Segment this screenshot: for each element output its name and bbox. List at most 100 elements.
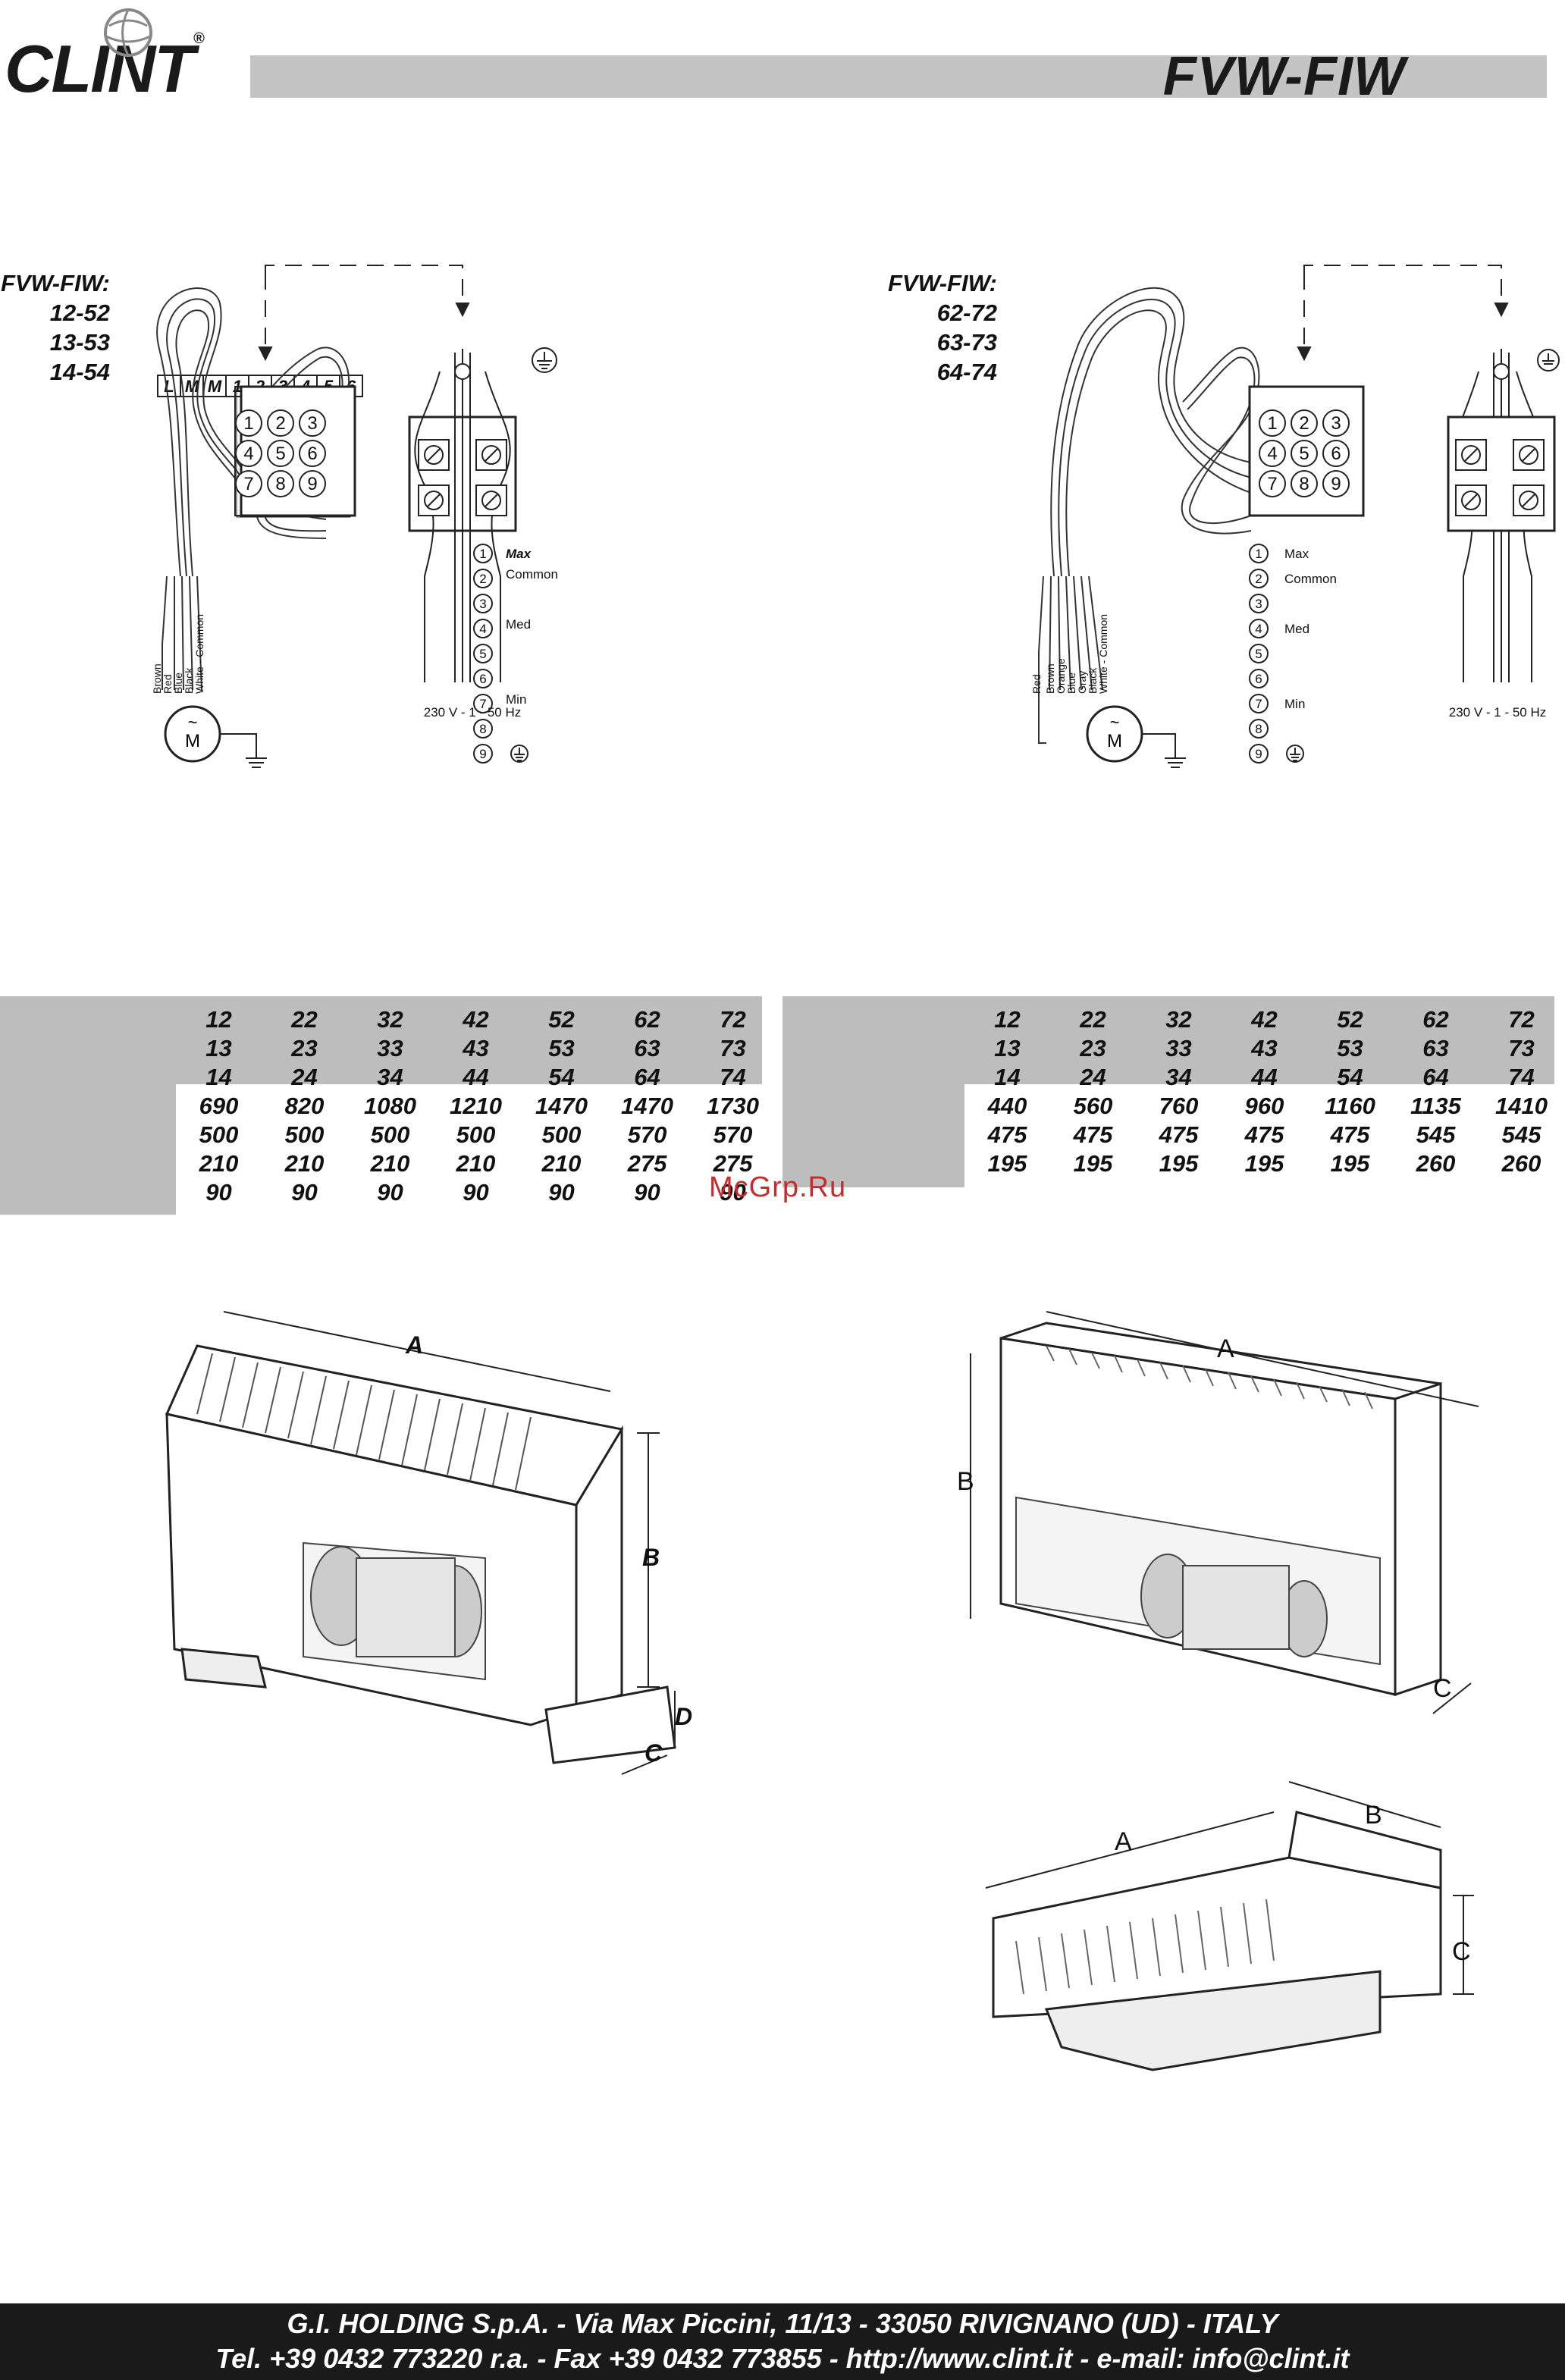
motor-wires-right: [1038, 575, 1103, 744]
dim-left-D: D: [675, 1703, 692, 1730]
wiring-right-model-3: 64-74: [936, 359, 997, 385]
legend-med: Med: [506, 617, 531, 632]
legend-r-n2: 2: [1255, 572, 1262, 586]
ground-icon-right: [1537, 349, 1560, 372]
brand-logo: CLINT®: [5, 30, 205, 108]
table-cell: 960: [1244, 1093, 1284, 1119]
wiring-diagram-right: 1 2 3 4 5 6 7 8 9 230 V - 1 - 50 Hz Red …: [1031, 265, 1560, 768]
supply-label: 230 V - 1 - 50 Hz: [424, 705, 522, 720]
footer: G.I. HOLDING S.p.A. - Via Max Piccini, 1…: [0, 2303, 1565, 2380]
table-cell: 74: [1508, 1064, 1535, 1090]
wire-r-gray: Gray: [1076, 671, 1088, 694]
connector-r-6: 6: [1331, 444, 1341, 464]
connector-4: 4: [243, 444, 253, 464]
footer-address: G.I. HOLDING S.p.A. - Via Max Piccini, 1…: [287, 2308, 1278, 2339]
table-cell: 275: [713, 1150, 753, 1177]
connector-r-4: 4: [1267, 444, 1277, 464]
wire-black: Black: [183, 667, 195, 694]
right-top-fan: [1015, 1496, 1381, 1666]
dim-right-bottom-A: A: [1115, 1827, 1132, 1856]
connector-7: 7: [243, 474, 253, 494]
table-cell: 570: [627, 1121, 667, 1148]
legend-n2: 2: [479, 572, 486, 586]
connector-r-9: 9: [1331, 474, 1341, 494]
wiring-right-model-2: 63-73: [936, 329, 997, 356]
table-cell: 14: [994, 1064, 1021, 1090]
table-cell: 195: [1073, 1150, 1113, 1177]
connector-r-1: 1: [1267, 413, 1277, 434]
table-cell: 475: [987, 1121, 1027, 1148]
table-cell: 1210: [450, 1093, 502, 1119]
wire-r-brown: Brown: [1044, 663, 1056, 694]
legend-r-n1: 1: [1255, 547, 1262, 561]
table-cell: 22: [1080, 1006, 1106, 1033]
table-cell: 64: [1422, 1064, 1449, 1090]
table-right-label-bg: [782, 1084, 964, 1187]
table-cell: 500: [456, 1121, 496, 1148]
connector-r-5: 5: [1299, 444, 1309, 464]
connector-r-8: 8: [1299, 474, 1309, 494]
dim-left-A: A: [405, 1331, 423, 1359]
table-cell: 62: [1422, 1006, 1449, 1033]
top-grille: [196, 1353, 532, 1491]
fan-assembly: [303, 1541, 486, 1681]
brand-name: CLINT: [5, 31, 195, 106]
table-left-header-bg: [0, 996, 762, 1084]
table-cell: 1135: [1410, 1093, 1461, 1119]
table-cell: 475: [1159, 1121, 1199, 1148]
legend-common: Common: [506, 567, 558, 582]
table-cell: 13: [994, 1035, 1021, 1061]
dim-right-bottom-C: C: [1452, 1937, 1471, 1966]
table-cell: 260: [1416, 1150, 1456, 1177]
legend-n4: 4: [479, 622, 486, 636]
motor-M: M: [185, 731, 200, 751]
wiring-left-model-1: 12-52: [49, 299, 110, 326]
wire-r-white-common: White - Common: [1097, 614, 1109, 694]
table-cell: 210: [456, 1150, 496, 1177]
motor-wires: [162, 575, 202, 691]
right-bottom-grille: [1015, 1899, 1275, 1995]
table-cell: 13: [205, 1035, 232, 1061]
legend-n7: 7: [479, 697, 486, 711]
legend-r-n9: 9: [1255, 747, 1262, 761]
table-cell: 1470: [535, 1093, 588, 1119]
terminal-board: [408, 349, 517, 682]
table-cell: 90: [205, 1179, 232, 1206]
table-cell: 475: [1073, 1121, 1113, 1148]
connector-5: 5: [275, 444, 285, 464]
watermark: McGrp.Ru: [709, 1171, 847, 1203]
table-cell: 54: [1337, 1064, 1363, 1090]
cable-bundle-right: [1050, 287, 1260, 577]
table-cell: 475: [1244, 1121, 1284, 1148]
legend-r-n7: 7: [1255, 697, 1262, 711]
table-cell: 90: [634, 1179, 660, 1206]
table-cell: 275: [627, 1150, 667, 1177]
table-cell: 32: [1165, 1006, 1192, 1033]
motor-symbol: ~ M: [164, 705, 221, 763]
motor-tilde: ~: [188, 713, 198, 732]
table-cell: 42: [463, 1006, 489, 1033]
table-cell: 500: [284, 1121, 325, 1148]
table-cell: 12: [994, 1006, 1021, 1033]
connector-9: 9: [307, 474, 317, 494]
table-cell: 210: [199, 1150, 239, 1177]
table-cell: 1080: [364, 1093, 416, 1119]
table-cell: 62: [634, 1006, 660, 1033]
legend-max: Max: [506, 547, 532, 561]
table-cell: 1160: [1325, 1093, 1375, 1119]
motor-ground-icon: [220, 733, 267, 768]
legend-n5: 5: [479, 647, 486, 661]
dim-left-C: C: [645, 1739, 663, 1767]
table-cell: 1470: [621, 1093, 673, 1119]
connector-1: 1: [243, 413, 253, 434]
table-cell: 90: [291, 1179, 318, 1206]
wiring-right-title: FVW-FIW: 62-72 63-73 64-74: [883, 268, 997, 387]
wiring-left-title: FVW-FIW: 12-52 13-53 14-54: [0, 268, 110, 387]
legend-r-max: Max: [1284, 547, 1309, 561]
